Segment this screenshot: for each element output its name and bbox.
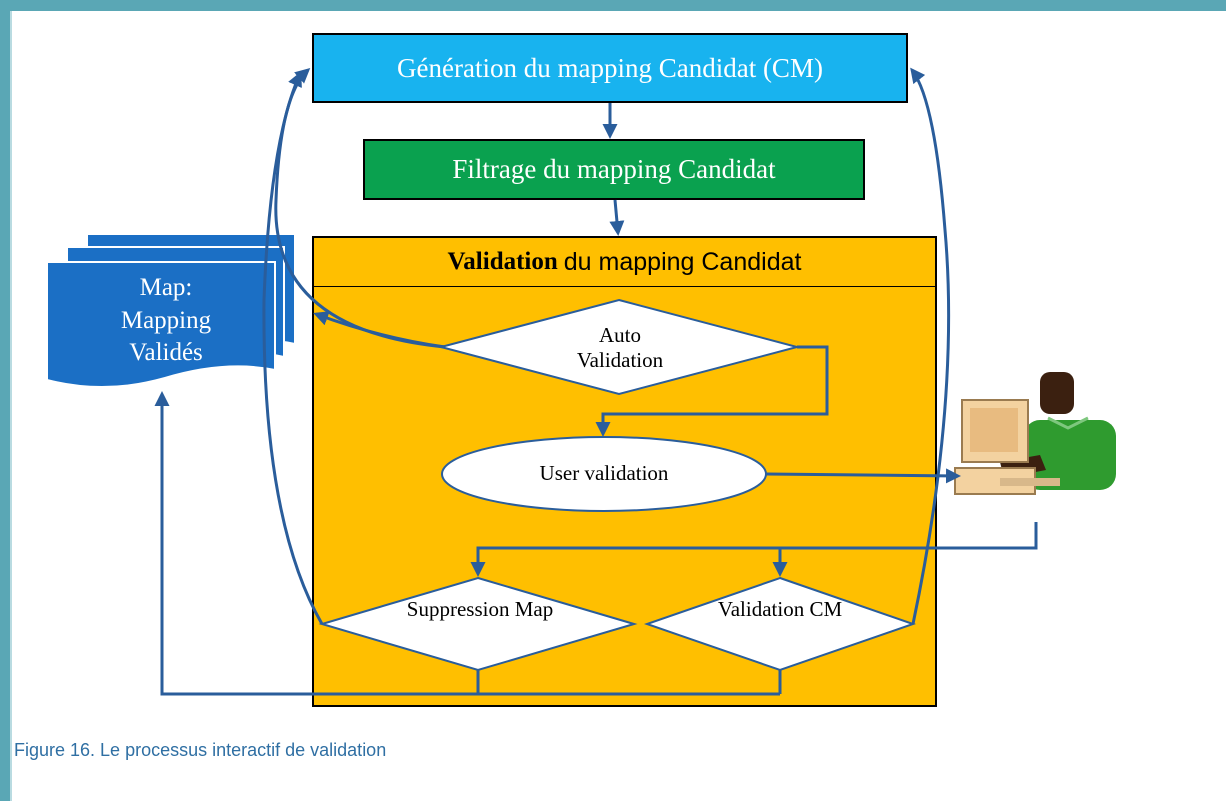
- page-frame-left: [0, 0, 10, 801]
- filtrage-box: Filtrage du mapping Candidat: [363, 139, 865, 200]
- generation-box: Génération du mapping Candidat (CM): [312, 33, 908, 103]
- figure-caption: Figure 16. Le processus interactif de va…: [14, 740, 387, 760]
- document-label-line1: Map:: [139, 274, 193, 301]
- filtrage-label: Filtrage du mapping Candidat: [452, 154, 776, 184]
- document-label-line2: Mapping: [120, 306, 212, 334]
- user-validation-label: User validation: [539, 461, 669, 485]
- document-label: Map: Mapping Validés: [80, 272, 252, 370]
- validation-cm-diamond: [643, 576, 917, 672]
- flow-arrows: [154, 67, 1038, 696]
- validation-title-rest: du mapping Candidat: [563, 247, 802, 276]
- auto-validation-diamond: [437, 298, 801, 396]
- page-inner-border: [10, 11, 12, 801]
- document-stack-icon: [46, 233, 296, 389]
- document-label-line3: Validés: [129, 339, 203, 366]
- suppression-map-label: Suppression Map: [406, 597, 554, 621]
- page-frame-top: [0, 0, 1226, 11]
- validation-title-bold: Validation: [447, 248, 558, 275]
- computer-user-icon: [954, 372, 1116, 495]
- generation-label: Génération du mapping Candidat (CM): [397, 52, 823, 83]
- auto-validation-label: Auto Validation: [576, 323, 664, 373]
- validation-cm-label: Validation CM: [717, 597, 843, 621]
- validation-title: Validation du mapping Candidat: [314, 238, 935, 287]
- suppression-map-diamond: [318, 576, 638, 672]
